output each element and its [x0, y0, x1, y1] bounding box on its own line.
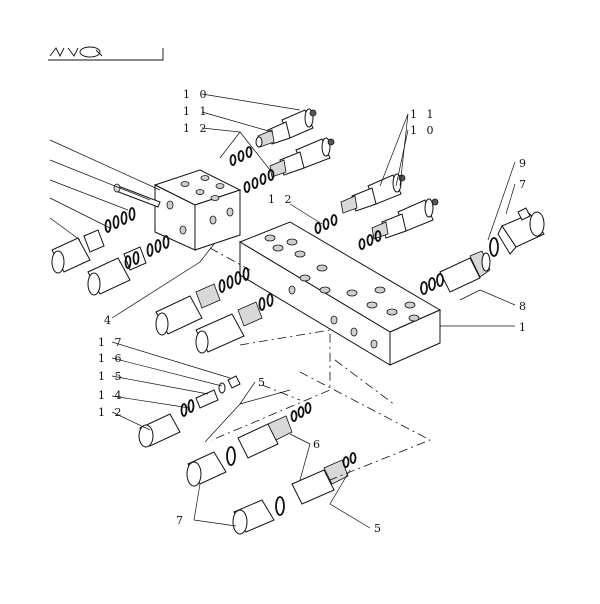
solenoid-valve-right-1: [340, 173, 406, 214]
callout-label: 1 2: [268, 193, 295, 206]
callout-labels: 1 0 1 1 1 2 1 1 1 0 1 2 9 7 8 1 4 1 7 1 …: [98, 88, 529, 535]
solenoid-coil-bottom-1: [186, 451, 227, 487]
callout-label: 6: [313, 438, 323, 451]
o-ring-set-top: [229, 146, 382, 250]
callout-label: 5: [374, 522, 384, 535]
callout-label: 1 2: [98, 406, 125, 419]
callout-label: 1 2: [183, 122, 210, 135]
cartridge-valve-right: [420, 237, 499, 295]
callout-label: 5: [258, 376, 268, 389]
header-logo-fragment: [48, 46, 164, 61]
callout-label: 1 1: [183, 105, 210, 118]
cartridge-valve-front-2: [195, 293, 274, 354]
solenoid-coil-right: [497, 207, 545, 255]
solenoid-valve-top-1: [255, 108, 317, 148]
callout-label: 1: [519, 321, 529, 334]
main-valve-manifold: [238, 221, 442, 366]
callout-label: 8: [519, 300, 529, 313]
bolt: [113, 183, 161, 208]
leader-lines: [49, 93, 516, 529]
solenoid-valve-top-2: [269, 137, 335, 178]
callout-label: 1 6: [98, 352, 125, 365]
callout-label: 1 7: [98, 336, 125, 349]
small-valve-block: [153, 169, 242, 251]
callout-label: 1 1: [410, 108, 437, 121]
callout-label: 7: [519, 178, 529, 191]
check-valve-assembly: [138, 375, 241, 448]
callout-label: 1 4: [98, 389, 125, 402]
callout-label: 7: [176, 514, 186, 527]
callout-label: 9: [519, 157, 529, 170]
callout-label: 1 0: [410, 124, 437, 137]
callout-label: 1 5: [98, 370, 125, 383]
cartridge-valve-front-1: [155, 267, 250, 336]
cartridge-valve-left-2: [87, 235, 170, 296]
cartridge-valve-bottom-2: [275, 452, 357, 516]
solenoid-valve-right-2: [371, 198, 439, 240]
callout-label: 4: [104, 314, 114, 327]
cartridge-valve-left-1: [51, 207, 136, 274]
callout-label: 1 0: [183, 88, 210, 101]
cartridge-valve-bottom-1: [226, 402, 312, 466]
solenoid-coil-bottom-2: [232, 499, 275, 535]
